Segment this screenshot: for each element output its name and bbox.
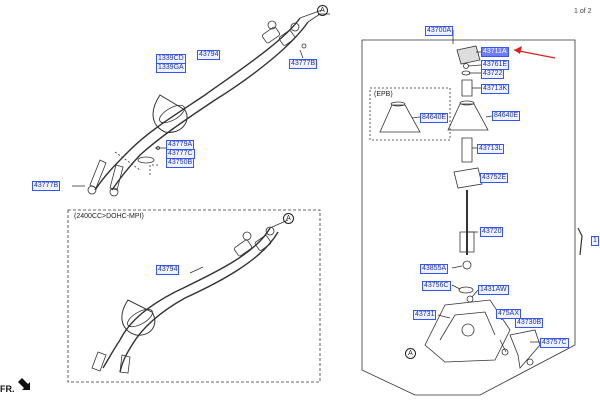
pointer-arrow: [513, 46, 556, 59]
part-label-43700a[interactable]: 43700A: [425, 26, 454, 36]
part-label-43752e[interactable]: 43752E: [480, 173, 509, 183]
part-label-43711a[interactable]: 43711A: [481, 47, 509, 57]
part-label-43855a[interactable]: 43855A: [420, 264, 449, 274]
part-label-84640e[interactable]: 84640E: [492, 111, 521, 121]
callout-a-variant: A: [283, 213, 294, 224]
page-indicator: 1 of 2: [574, 8, 592, 15]
part-label-43713l[interactable]: 43713L: [477, 144, 505, 154]
part-label-43720[interactable]: 43720: [480, 227, 504, 237]
epb-note: (EPB): [374, 91, 393, 98]
front-marker: FR.: [0, 384, 15, 394]
part-label-43777b-top[interactable]: 43777B: [289, 59, 318, 69]
part-label-1431aw[interactable]: 1431AW: [478, 285, 509, 295]
part-label-43722[interactable]: 43722: [481, 69, 505, 79]
callout-a-shifter: A: [405, 348, 416, 359]
engine-variant-note: (2400CC>DOHC-MPI): [74, 213, 144, 220]
part-label-84640e-epb[interactable]: 84640E: [420, 113, 449, 123]
part-label-43777b-left[interactable]: 43777B: [32, 181, 61, 191]
front-arrow-icon: [18, 378, 30, 390]
part-label-43731[interactable]: 43731: [413, 310, 437, 320]
part-label-43757c[interactable]: 43757C: [540, 338, 569, 348]
part-label-1-right[interactable]: 1: [591, 236, 599, 246]
callout-a-top: A: [317, 5, 328, 16]
part-label-43756c[interactable]: 43756C: [422, 281, 451, 291]
part-label-43750b[interactable]: 43750B: [166, 158, 195, 168]
part-label-43794-top[interactable]: 43794: [197, 50, 221, 60]
part-label-475ax[interactable]: 475AX: [496, 309, 522, 319]
part-label-43730b[interactable]: 43730B: [515, 318, 544, 328]
part-label-43713k[interactable]: 43713K: [481, 84, 510, 94]
part-label-1339ga[interactable]: 1339GA: [156, 63, 186, 73]
part-label-43794-variant[interactable]: 43794: [156, 265, 180, 275]
